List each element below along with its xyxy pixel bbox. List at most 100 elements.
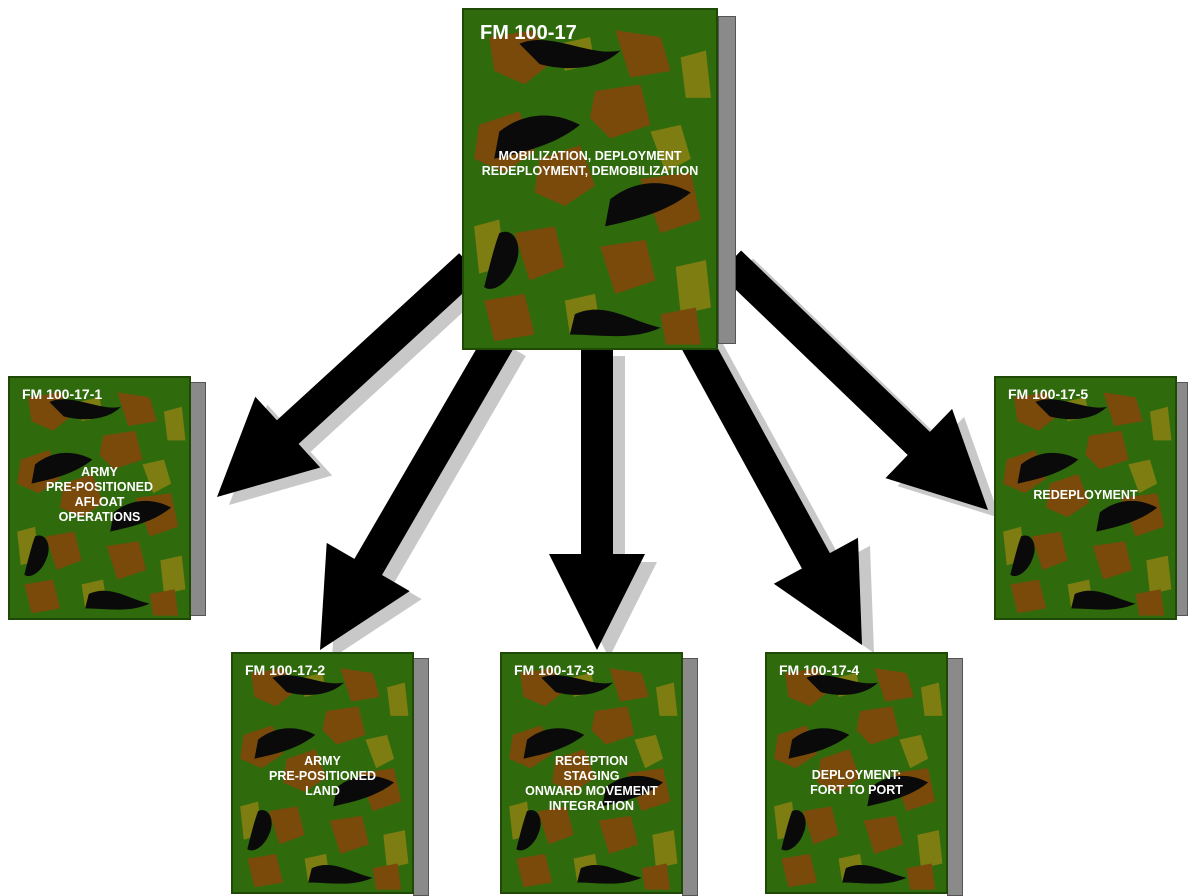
book-fm-100-17-3[interactable]: FM 100-17-3 RECEPTION STAGING ONWARD MOV… xyxy=(500,652,698,896)
book-cover: FM 100-17-5 REDEPLOYMENT xyxy=(994,376,1177,620)
camo-blotch xyxy=(917,830,943,869)
camo-blotch xyxy=(149,589,179,616)
camo-blotch xyxy=(1103,392,1143,426)
camo-blotch xyxy=(283,749,327,793)
camo-blotch xyxy=(142,459,172,494)
camo-blotch xyxy=(781,810,806,851)
camo-blotch xyxy=(24,535,49,577)
camo-blotch xyxy=(552,749,596,793)
camo-blotch xyxy=(1096,500,1158,532)
camo-blotch xyxy=(85,590,150,610)
camo-blotch xyxy=(650,124,691,173)
camo-blotch xyxy=(615,30,671,78)
camouflage-pattern xyxy=(774,668,943,890)
camo-blotch xyxy=(1071,590,1136,610)
camo-blotch xyxy=(906,863,936,890)
camo-blotch xyxy=(534,145,596,207)
camo-blotch xyxy=(802,806,839,845)
camo-blotch xyxy=(1149,406,1172,441)
book-code: FM 100-17-1 xyxy=(22,386,103,402)
camo-blotch xyxy=(537,806,574,845)
camo-blotch xyxy=(1035,399,1107,420)
camo-blotch xyxy=(106,541,147,580)
arrow-main-to-fm1 xyxy=(217,253,481,497)
arrow-main-to-fm2 xyxy=(320,332,514,650)
book-title: DEPLOYMENT: FORT TO PORT xyxy=(810,768,903,797)
arrow-main-to-fm4 xyxy=(681,332,862,645)
camouflage-pattern xyxy=(1003,392,1172,616)
camo-blotch xyxy=(254,728,316,759)
camo-blotch xyxy=(110,500,172,532)
book-cover: FM 100-17-2 ARMY PRE-POSITIONED LAND xyxy=(231,652,414,894)
camo-blotch xyxy=(516,853,553,888)
camo-blotch xyxy=(660,307,701,345)
book-cover: FM 100-17-1 ARMY PRE-POSITIONED AFLOAT O… xyxy=(8,376,191,620)
book-code: FM 100-17-3 xyxy=(514,662,595,678)
book-title: ARMY PRE-POSITIONED LAND xyxy=(269,754,376,798)
camo-blotch xyxy=(541,675,613,695)
book-fm-100-17-2[interactable]: FM 100-17-2 ARMY PRE-POSITIONED LAND xyxy=(231,652,429,896)
book-cover: FM 100-17-3 RECEPTION STAGING ONWARD MOV… xyxy=(500,652,683,894)
book-fm-100-17-4[interactable]: FM 100-17-4 DEPLOYMENT: FORT TO PORT xyxy=(765,652,963,896)
camo-blotch xyxy=(60,474,104,518)
camo-blotch xyxy=(386,682,409,716)
camo-blotch xyxy=(655,682,678,716)
book-spine xyxy=(947,658,963,896)
camo-blotch xyxy=(680,50,711,98)
camo-blotch xyxy=(602,775,664,807)
camo-blotch xyxy=(641,863,671,890)
camo-blotch xyxy=(247,853,284,888)
camo-blotch xyxy=(1010,535,1035,577)
camo-blotch xyxy=(781,853,818,888)
camo-blotch xyxy=(516,810,541,851)
camo-blotch xyxy=(494,115,580,159)
camo-blotch xyxy=(609,668,649,702)
camo-blotch xyxy=(523,728,585,759)
book-fm-100-17-1[interactable]: FM 100-17-1 ARMY PRE-POSITIONED AFLOAT O… xyxy=(8,376,206,620)
camo-blotch xyxy=(591,706,635,745)
book-fm-100-17-5[interactable]: FM 100-17-5 REDEPLOYMENT xyxy=(994,376,1188,620)
camo-blotch xyxy=(268,806,305,845)
book-cover: FM 100-17-4 DEPLOYMENT: FORT TO PORT xyxy=(765,652,948,894)
book-spine xyxy=(718,16,736,344)
camo-blotch xyxy=(605,183,691,227)
camo-blotch xyxy=(24,579,61,614)
camo-blotch xyxy=(856,706,900,745)
camo-blotch xyxy=(806,675,878,695)
camo-blotch xyxy=(117,392,157,426)
book-cover: FM 100-17 MOBILIZATION, DEPLOYMENT REDEP… xyxy=(462,8,718,350)
camouflage-pattern xyxy=(17,392,186,616)
camo-blotch xyxy=(45,531,82,570)
camouflage-pattern xyxy=(509,668,678,890)
camo-blotch xyxy=(519,39,621,69)
camo-blotch xyxy=(1128,459,1158,494)
camo-blotch xyxy=(333,775,395,807)
camo-blotch xyxy=(675,260,711,315)
camo-blotch xyxy=(383,830,409,869)
camo-blotch xyxy=(600,239,656,294)
camo-blotch xyxy=(372,863,402,890)
book-fm-100-17[interactable]: FM 100-17 MOBILIZATION, DEPLOYMENT REDEP… xyxy=(462,8,738,350)
book-title: MOBILIZATION, DEPLOYMENT REDEPLOYMENT, D… xyxy=(481,149,699,178)
book-spine xyxy=(682,658,698,896)
camo-blotch xyxy=(569,309,661,337)
camo-blotch xyxy=(272,675,344,695)
camo-blotch xyxy=(514,226,565,281)
camo-blotch xyxy=(484,293,535,342)
camo-blotch xyxy=(1092,541,1133,580)
camo-blotch xyxy=(329,815,370,854)
camo-blotch xyxy=(863,815,904,854)
camo-blotch xyxy=(1046,474,1090,518)
book-spine xyxy=(413,658,429,896)
camo-blotch xyxy=(322,706,366,745)
camo-blotch xyxy=(163,406,186,441)
camo-blotch xyxy=(365,734,395,769)
camo-blotch xyxy=(817,749,861,793)
camo-blotch xyxy=(867,775,929,807)
camo-blotch xyxy=(160,555,186,594)
camo-blotch xyxy=(634,734,664,769)
camo-blotch xyxy=(1085,430,1129,470)
book-spine xyxy=(190,382,206,616)
camo-blotch xyxy=(577,864,642,884)
camo-blotch xyxy=(31,452,93,484)
